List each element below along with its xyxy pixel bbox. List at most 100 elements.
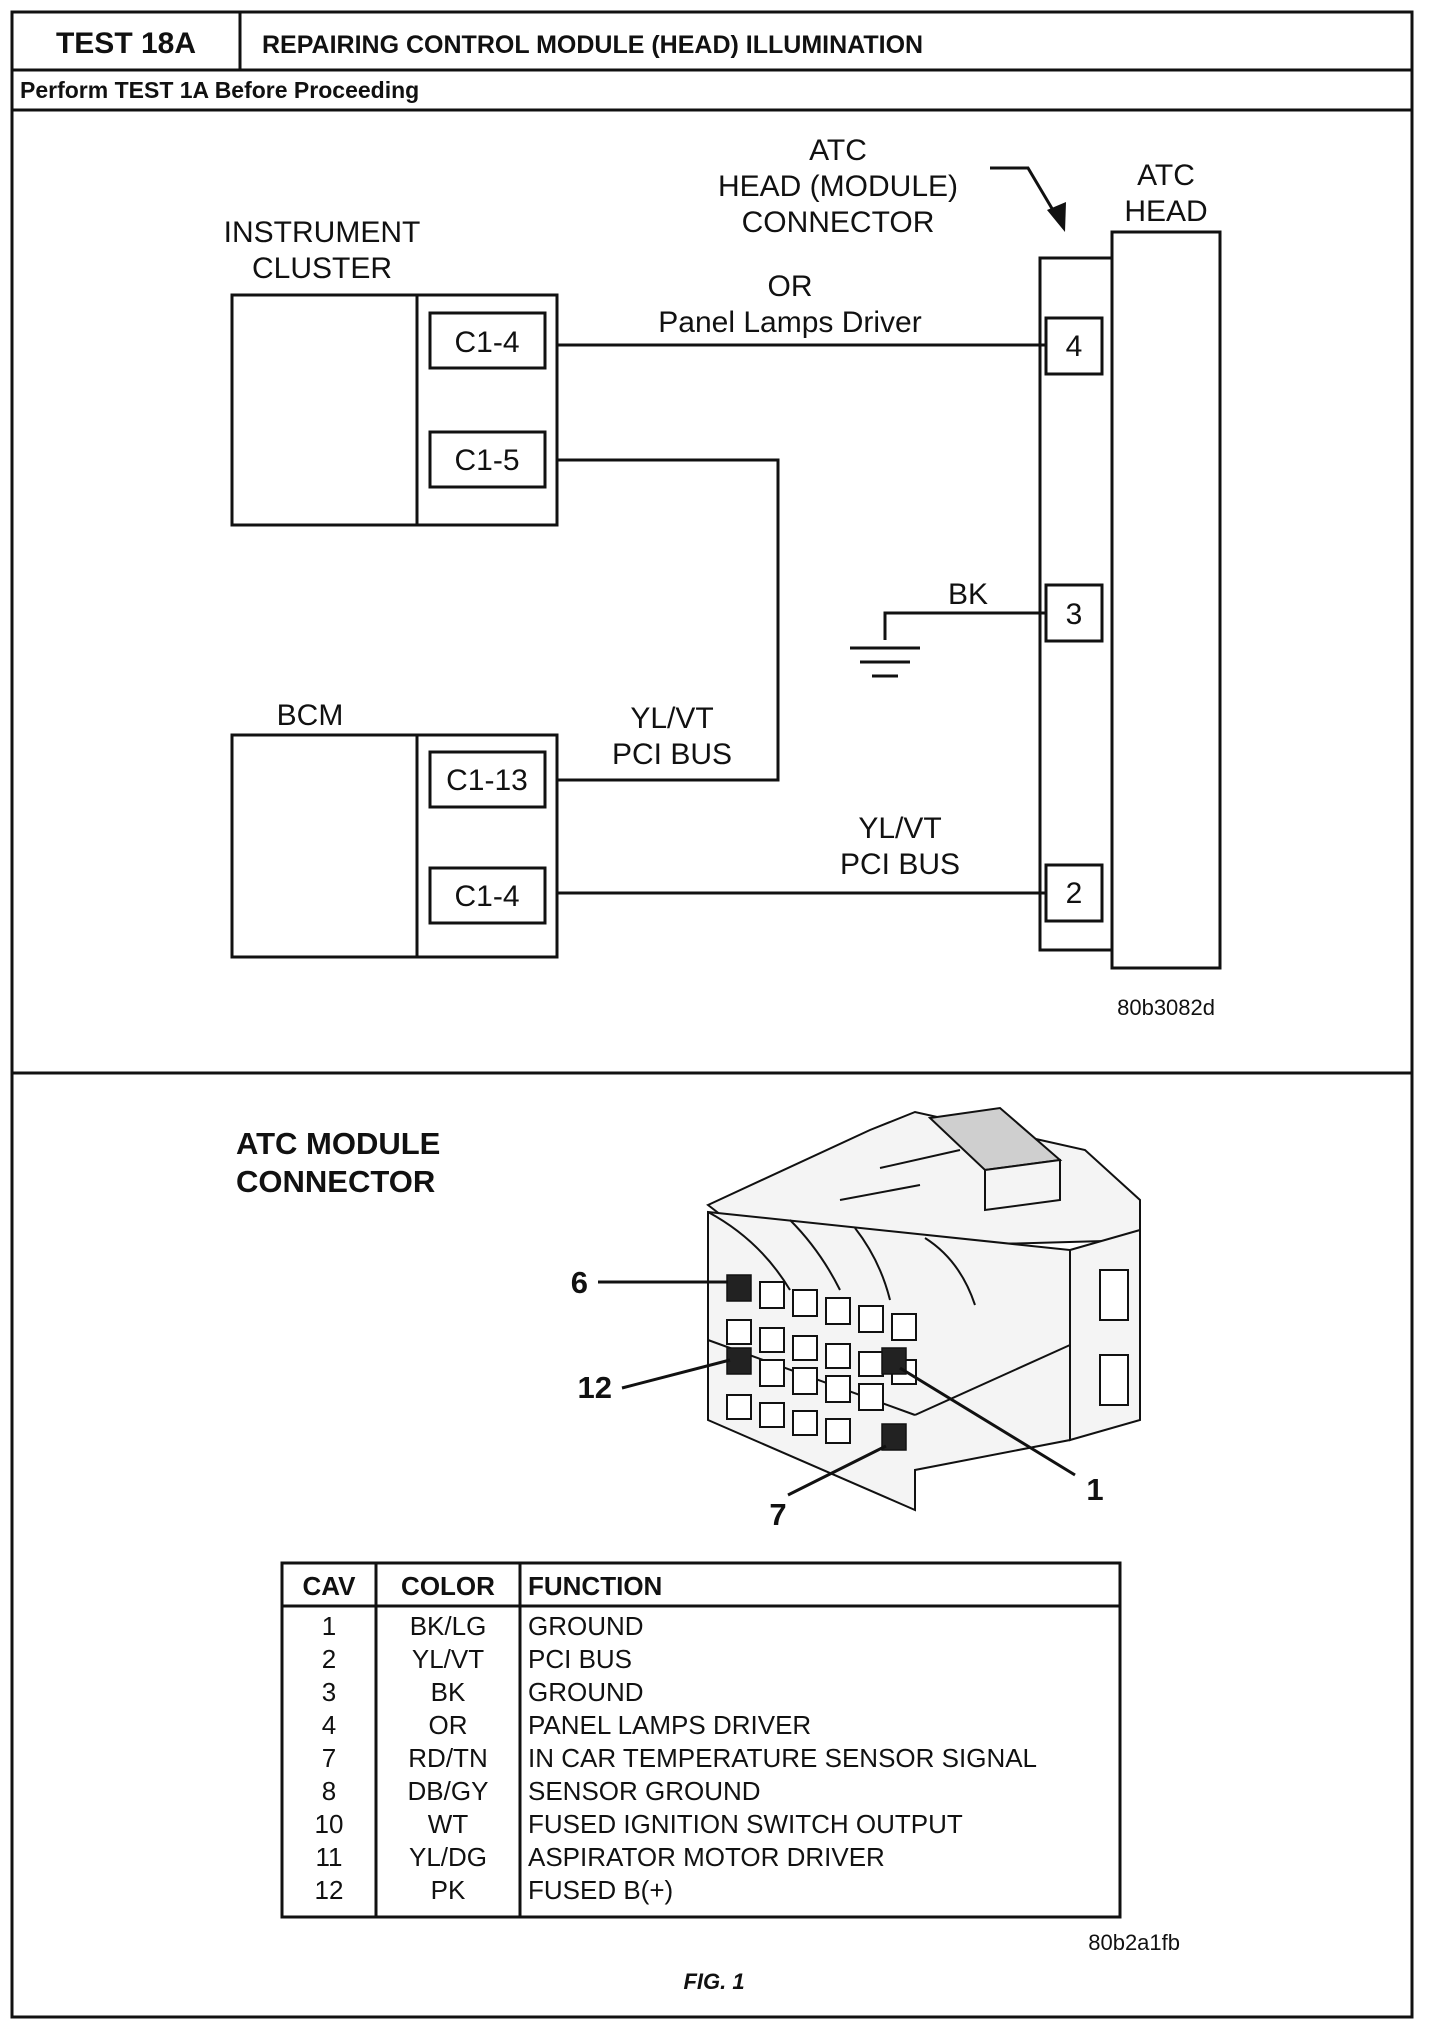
head-pin-2-box [1044, 863, 1104, 923]
table-cell-color: BK/LG [410, 1611, 487, 1641]
table-cell-cav: 3 [322, 1677, 336, 1707]
cavity-top-2 [759, 1281, 785, 1309]
table-cell-cav: 4 [322, 1710, 336, 1740]
connector-label-1: ATC [809, 134, 867, 167]
callout-1: 1 [1086, 1472, 1103, 1507]
schematic-figure-code: 80b3082d [1117, 995, 1215, 1020]
bcm-pin-c1-4-box [428, 866, 547, 925]
connector-view-title-2: CONNECTOR [236, 1164, 435, 1199]
bcm-pin-c1-13-box [428, 750, 547, 809]
wire-ground [883, 611, 1046, 640]
table-cell-function: GROUND [528, 1611, 644, 1641]
head-label-2: HEAD [1124, 195, 1207, 228]
wire-bot-desc: PCI BUS [840, 848, 960, 881]
table-cell-function: SENSOR GROUND [528, 1776, 761, 1806]
cavity-top-3 [792, 1289, 818, 1317]
instrument-cluster-box [230, 293, 419, 527]
ic-pin-c1-5: C1-5 [454, 444, 519, 477]
connector-side-block [1069, 1228, 1141, 1442]
connector-face-curves [707, 1211, 976, 1306]
table-cell-cav: 1 [322, 1611, 336, 1641]
table-cell-function: FUSED IGNITION SWITCH OUTPUT [528, 1809, 963, 1839]
figure-caption: FIG. 1 [683, 1969, 744, 1994]
connector-side-window-2 [1099, 1354, 1129, 1406]
connector-arrow-line [990, 166, 1062, 223]
test-title: REPAIRING CONTROL MODULE (HEAD) ILLUMINA… [262, 31, 923, 59]
callout-6: 6 [571, 1265, 588, 1300]
cavity-7 [881, 1423, 907, 1451]
table-cell-function: PCI BUS [528, 1644, 632, 1674]
table-cell-cav: 12 [315, 1875, 344, 1905]
cavity-top-6 [891, 1313, 917, 1341]
table-cell-cav: 11 [316, 1842, 343, 1872]
connector-figure-code: 80b2a1fb [1088, 1930, 1180, 1955]
callout-12: 12 [578, 1370, 612, 1405]
cavity-6 [726, 1274, 752, 1302]
table-cell-function: GROUND [528, 1677, 644, 1707]
table-cell-function: FUSED B(+) [528, 1875, 673, 1905]
bcm-pin-c1-4: C1-4 [454, 880, 519, 913]
wire-top-desc: Panel Lamps Driver [658, 306, 921, 339]
callout-12-line [621, 1358, 731, 1390]
wire-top-color: OR [768, 270, 813, 303]
table-header-color: COLOR [401, 1571, 495, 1601]
connector-arrow-head [1047, 202, 1066, 232]
table-cell-cav: 7 [322, 1743, 336, 1773]
table-cell-color: OR [429, 1710, 468, 1740]
cavity-top-lower-2 [759, 1327, 785, 1353]
ic-pin-c1-4: C1-4 [454, 326, 519, 359]
table-cell-cav: 8 [322, 1776, 336, 1806]
bcm-label: BCM [277, 699, 344, 732]
table-cell-function: IN CAR TEMPERATURE SENSOR SIGNAL [528, 1743, 1037, 1773]
cavity-bot-lower-4 [825, 1418, 851, 1444]
table-cell-function: PANEL LAMPS DRIVER [528, 1710, 811, 1740]
wire-ground-color: BK [948, 578, 988, 611]
cavity-bot-5 [858, 1383, 884, 1411]
table-cell-color: RD/TN [408, 1743, 487, 1773]
cavity-bot-lower-3 [792, 1410, 818, 1436]
table-cell-color: YL/DG [409, 1842, 487, 1872]
cavity-top-lower-5 [858, 1351, 884, 1377]
wire-pci-bus-loop [557, 458, 780, 782]
table-cell-color: PK [431, 1875, 466, 1905]
ic-pin-c1-4-box [428, 311, 547, 370]
wire-bot-color: YL/VT [858, 812, 941, 845]
atc-head-box [1110, 230, 1222, 970]
cavity-bot-3 [792, 1367, 818, 1395]
callout-7-line [787, 1444, 887, 1497]
head-pin-4: 4 [1066, 330, 1083, 363]
ic-pin-c1-5-box [428, 430, 547, 489]
table-cell-color: DB/GY [408, 1776, 489, 1806]
connector-view-title-1: ATC MODULE [236, 1126, 440, 1161]
cavity-top-lower-4 [825, 1343, 851, 1369]
cavity-12 [726, 1347, 752, 1375]
connector-latch-front [984, 1158, 1061, 1212]
cavity-bot-lower-1 [726, 1394, 752, 1420]
head-pin-3: 3 [1066, 598, 1083, 631]
pinout-table-frame [280, 1561, 1122, 1919]
page-frame [10, 10, 1414, 2019]
cavity-top-5 [858, 1305, 884, 1333]
table-cell-color: BK [431, 1677, 466, 1707]
bcm-pin-c1-13: C1-13 [446, 764, 528, 797]
callout-7: 7 [769, 1497, 786, 1532]
table-header-function: FUNCTION [528, 1571, 662, 1601]
wire-mid-color: YL/VT [630, 702, 713, 735]
table-header-cav: CAV [303, 1571, 357, 1601]
cavity-top-4 [825, 1297, 851, 1325]
head-pin-2: 2 [1066, 877, 1083, 910]
head-pin-4-box [1044, 316, 1104, 376]
cavity-top-lower-3 [792, 1335, 818, 1361]
bcm-box [230, 733, 419, 959]
cavity-bot-4 [825, 1375, 851, 1403]
table-cell-cav: 2 [322, 1644, 336, 1674]
head-label-1: ATC [1137, 159, 1195, 192]
cavity-bot-2 [759, 1359, 785, 1387]
instrument-cluster-label-1: INSTRUMENT [224, 216, 421, 249]
table-cell-cav: 10 [315, 1809, 344, 1839]
connector-cavities [726, 1274, 917, 1451]
connector-row-divider-right [914, 1344, 1071, 1416]
